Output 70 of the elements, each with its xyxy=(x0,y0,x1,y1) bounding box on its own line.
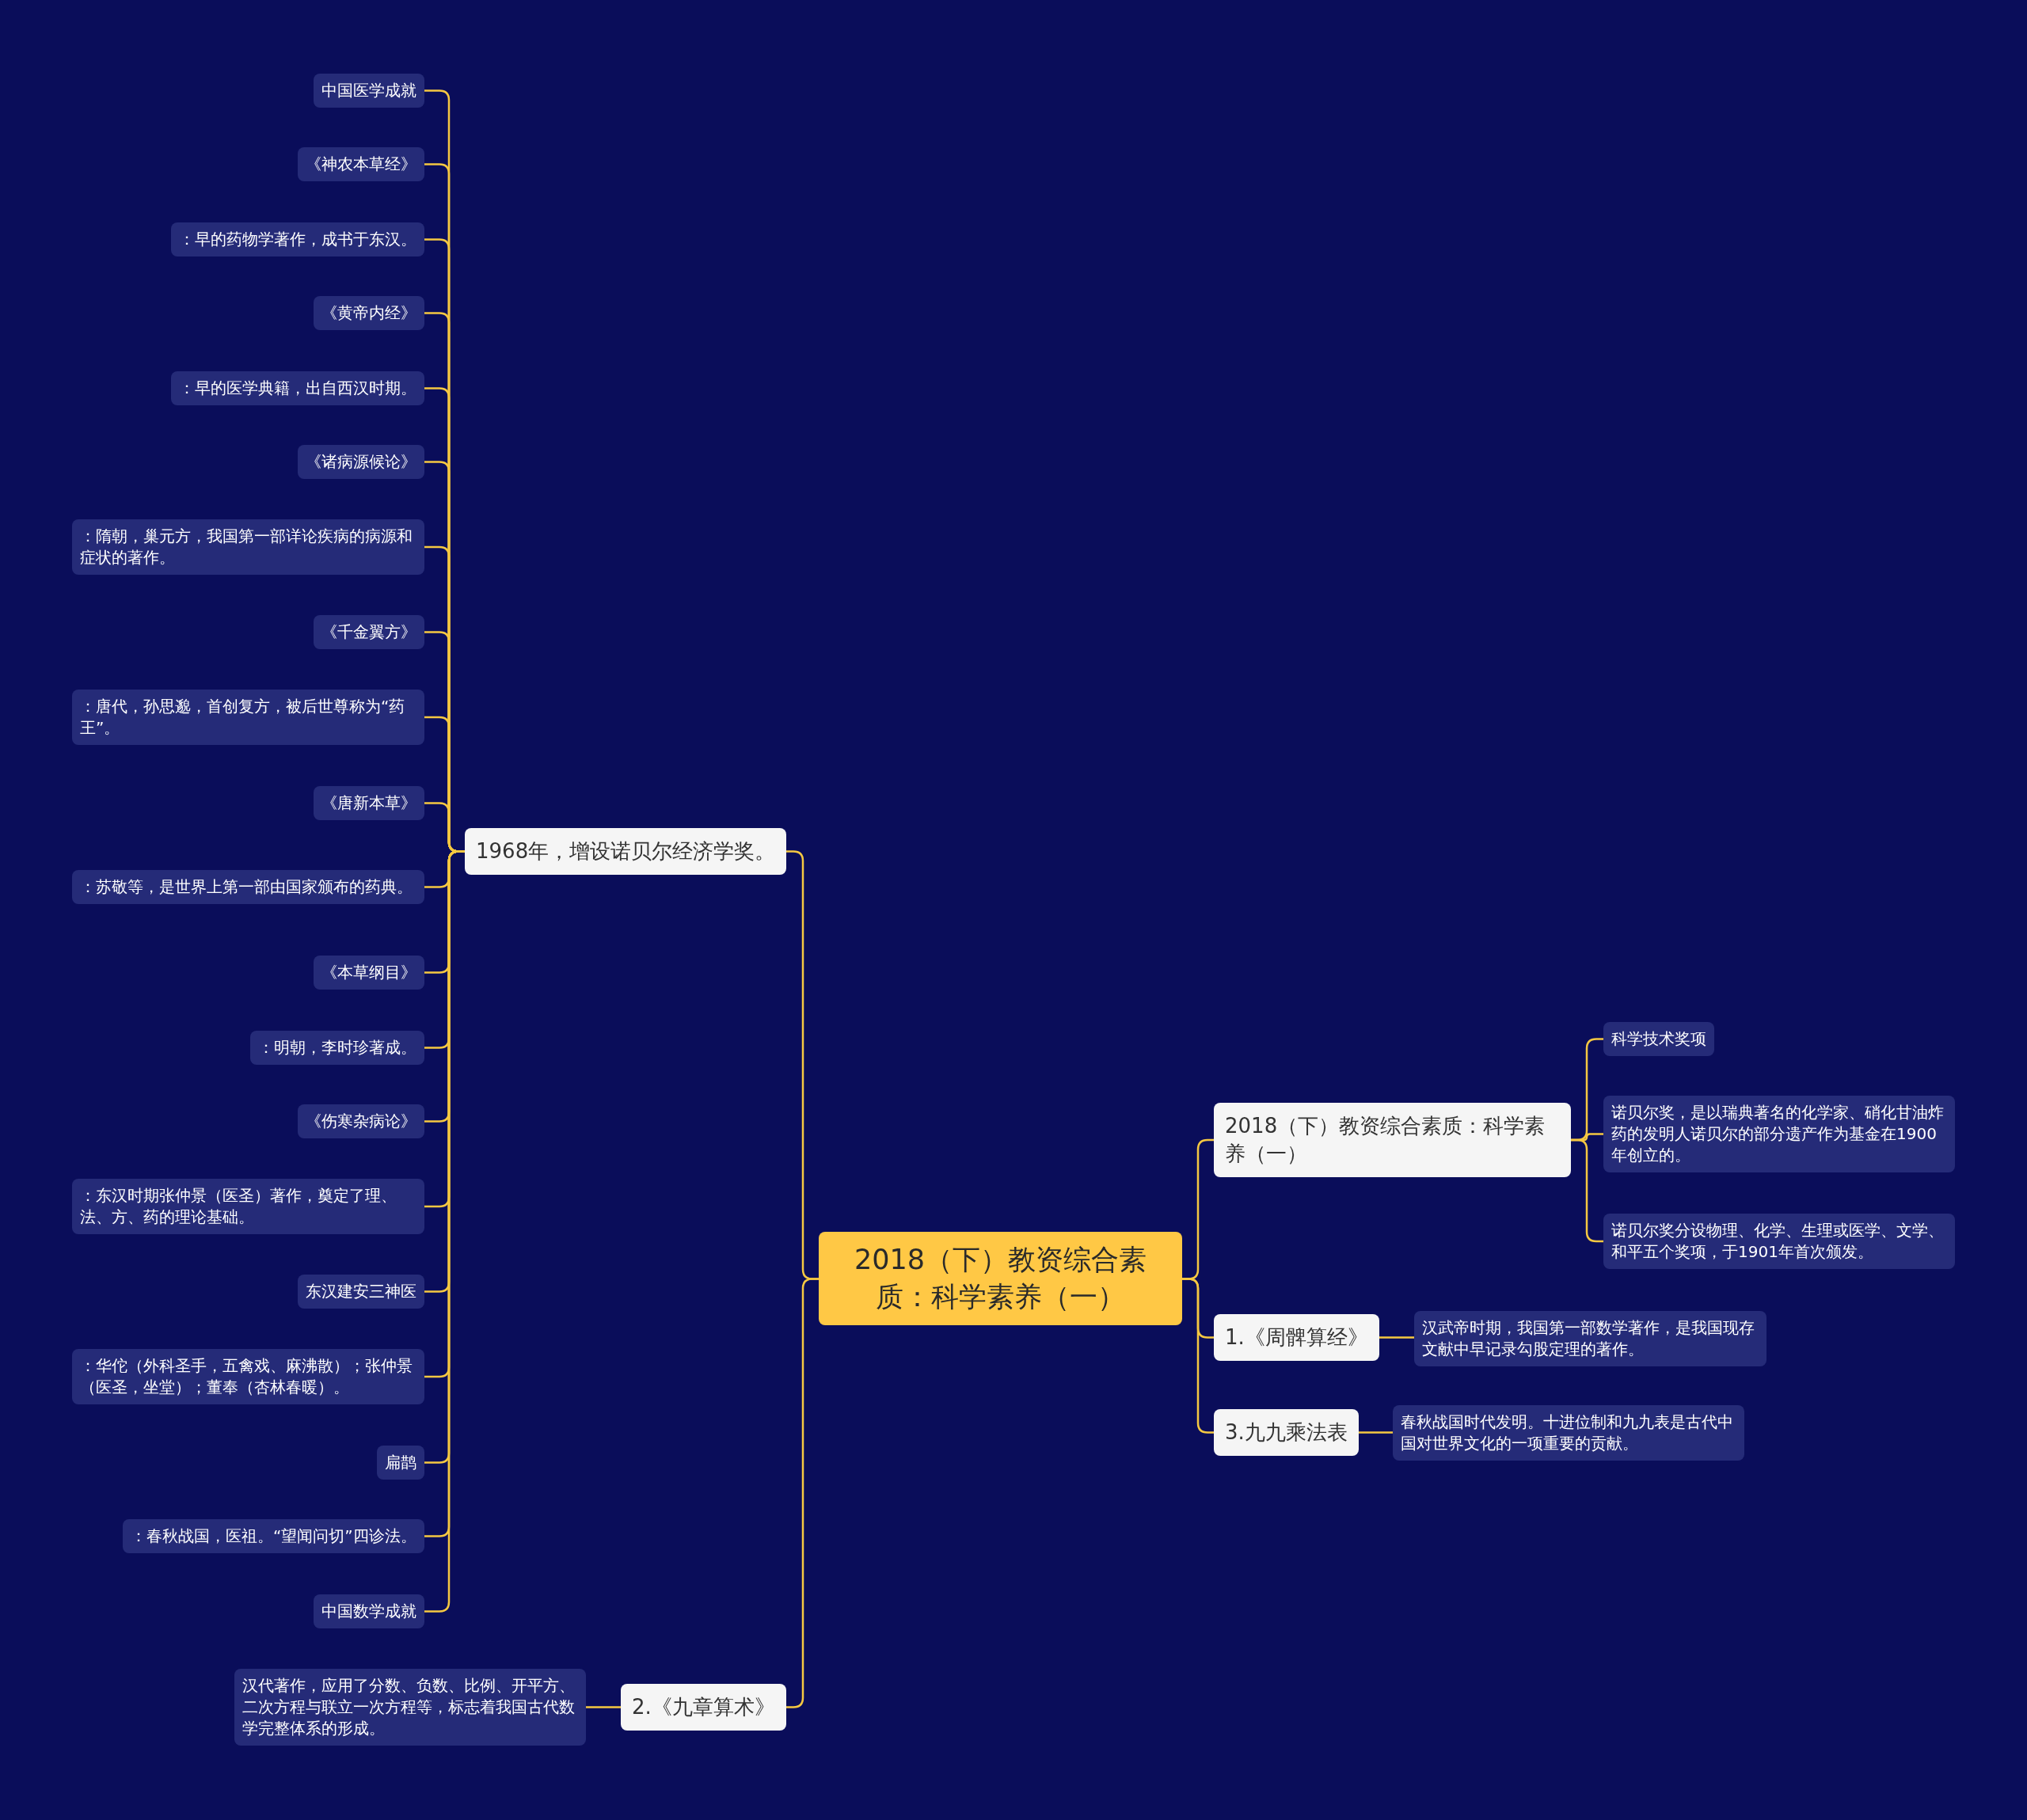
subtopic-box xyxy=(171,370,424,405)
topic-text: 1968年，增设诺贝尔经济学奖。 xyxy=(476,838,776,864)
topic-box xyxy=(1214,1103,1571,1178)
subtopic-box xyxy=(72,690,424,745)
topic-box xyxy=(1214,1313,1379,1361)
subtopic-box xyxy=(72,869,424,904)
topic-text: ：苏敬等，是世界上第一部由国家颁布的药典。 xyxy=(80,876,413,898)
topic-text: 东汉建安三神医 xyxy=(306,1280,416,1302)
connector-line xyxy=(1359,1431,1393,1434)
subtopic-box xyxy=(314,955,424,990)
topic-text: 汉代著作，应用了分数、负数、比例、开平方、二次方程与联立一次方程等，标志着我国古代数学完整体系的形成。 xyxy=(242,1674,576,1739)
subtopic-box xyxy=(1603,1214,1955,1269)
subtopic-box xyxy=(298,146,424,181)
subtopic-box xyxy=(72,1179,424,1234)
topic-text: ：隋朝，巢元方，我国第一部详论疾病的病源和症状的著作。 xyxy=(80,526,413,568)
subtopic-box xyxy=(314,1594,424,1628)
subtopic-box xyxy=(314,73,424,108)
topic-text: 诺贝尔奖分设物理、化学、生理或医学、文学、和平五个奖项，于1901年首次颁发。 xyxy=(1611,1220,1945,1263)
topic-box xyxy=(465,827,787,875)
topic-text: ：明朝，李时珍著成。 xyxy=(258,1036,416,1058)
topic-text: 2018（下）教资综合素质：科学素养（一） xyxy=(1225,1113,1546,1168)
subtopic-box xyxy=(72,1349,424,1404)
subtopic-box xyxy=(314,614,424,649)
subtopic-box xyxy=(298,1274,424,1309)
subtopic-box xyxy=(1414,1311,1766,1366)
subtopic-box xyxy=(1603,1021,1714,1056)
topic-text: ：华佗（外科圣手，五禽戏、麻沸散）；张仲景（医圣，坐堂）；董奉（杏林春暖）。 xyxy=(80,1355,413,1398)
topic-text: 扁鹊 xyxy=(385,1451,416,1473)
subtopic-box xyxy=(1603,1095,1955,1172)
subtopic-box xyxy=(298,1104,424,1138)
topic-text: 《诸病源候论》 xyxy=(306,450,416,473)
subtopic-box xyxy=(72,519,424,575)
connector-line xyxy=(1182,1278,1214,1434)
subtopic-box xyxy=(234,1668,586,1746)
central-topic-box xyxy=(819,1231,1182,1325)
topic-text: 《黄帝内经》 xyxy=(321,302,416,324)
subtopic-box xyxy=(250,1030,424,1065)
subtopic-box xyxy=(314,295,424,330)
topic-text: ：春秋战国，医祖。“望闻问切”四诊法。 xyxy=(131,1525,416,1547)
subtopic-box xyxy=(314,785,424,820)
topic-text: 中国数学成就 xyxy=(321,1600,416,1622)
topic-text: 科学技术奖项 xyxy=(1611,1028,1706,1050)
connector-line xyxy=(1379,1336,1414,1339)
topic-text: 《千金翼方》 xyxy=(321,621,416,643)
subtopic-box xyxy=(298,444,424,479)
subtopic-box xyxy=(123,1518,424,1553)
subtopic-box xyxy=(1393,1405,1744,1461)
topic-box xyxy=(1214,1408,1359,1456)
topic-text: 《神农本草经》 xyxy=(306,153,416,175)
topic-box xyxy=(621,1683,786,1731)
topic-text: 《唐新本草》 xyxy=(321,792,416,814)
topic-text: ：唐代，孙思邈，首创复方，被后世尊称为“药王”。 xyxy=(80,696,406,739)
topic-text: 3.九九乘法表 xyxy=(1225,1419,1348,1446)
topic-text: 1.《周髀算经》 xyxy=(1225,1324,1368,1351)
topic-text: ：早的药物学著作，成书于东汉。 xyxy=(179,228,416,250)
topic-text: 《伤寒杂病论》 xyxy=(306,1110,416,1132)
subtopic-box xyxy=(377,1445,424,1480)
topic-text: 2.《九章算术》 xyxy=(632,1693,775,1720)
topic-text: ：早的医学典籍，出自西汉时期。 xyxy=(179,377,416,399)
topic-text: ：东汉时期张仲景（医圣）著作，奠定了理、法、方、药的理论基础。 xyxy=(80,1185,397,1228)
topic-text: 2018（下）教资综合素质：科学素养（一） xyxy=(853,1242,1148,1314)
topic-text: 汉武帝时期，我国第一部数学著作，是我国现存文献中早记录勾股定理的著作。 xyxy=(1422,1317,1755,1360)
connector-line xyxy=(786,1278,819,1708)
topic-text: 《本草纲目》 xyxy=(321,961,416,983)
subtopic-box xyxy=(171,222,424,256)
connector-line xyxy=(586,1706,621,1708)
connector-line xyxy=(1571,1138,1603,1243)
topic-text: 春秋战国时代发明。十进位制和九九表是古代中国对世界文化的一项重要的贡献。 xyxy=(1401,1412,1734,1454)
topic-text: 中国医学成就 xyxy=(321,79,416,101)
topic-text: 诺贝尔奖，是以瑞典著名的化学家、硝化甘油炸药的发明人诺贝尔的部分遗产作为基金在1900年创立的。 xyxy=(1611,1101,1945,1166)
